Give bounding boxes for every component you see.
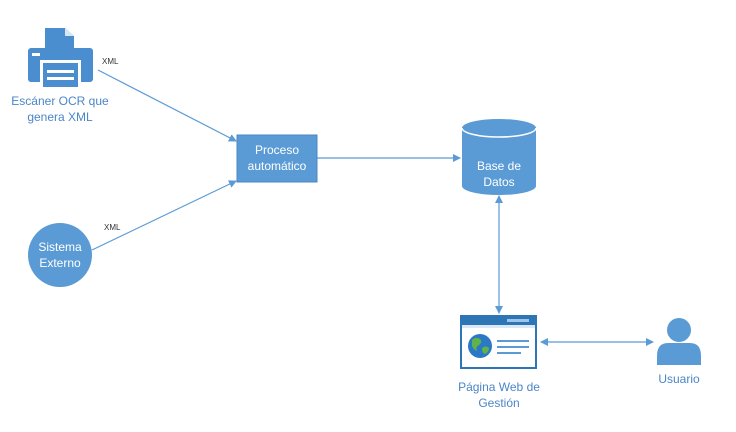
printer-icon (28, 28, 93, 90)
edge-label-scanner-xml: XML (102, 57, 119, 66)
edge-external-process (91, 180, 237, 251)
user-label: Usuario (658, 372, 700, 386)
edge-label-external-xml: XML (104, 223, 121, 232)
database-icon (461, 119, 537, 195)
web-page-icon (460, 315, 537, 369)
process-label: Proceso automático (247, 143, 307, 173)
database-label: Base de Datos (476, 159, 522, 189)
process-box (236, 134, 318, 183)
external-system-circle (28, 223, 92, 287)
edge-scanner-process (97, 69, 237, 142)
external-system-label: Sistema Externo (38, 240, 82, 270)
scanner-label: Escáner OCR que genera XML (11, 94, 109, 124)
web-page-label: Página Web de Gestión (458, 380, 540, 410)
user-icon (657, 318, 701, 365)
